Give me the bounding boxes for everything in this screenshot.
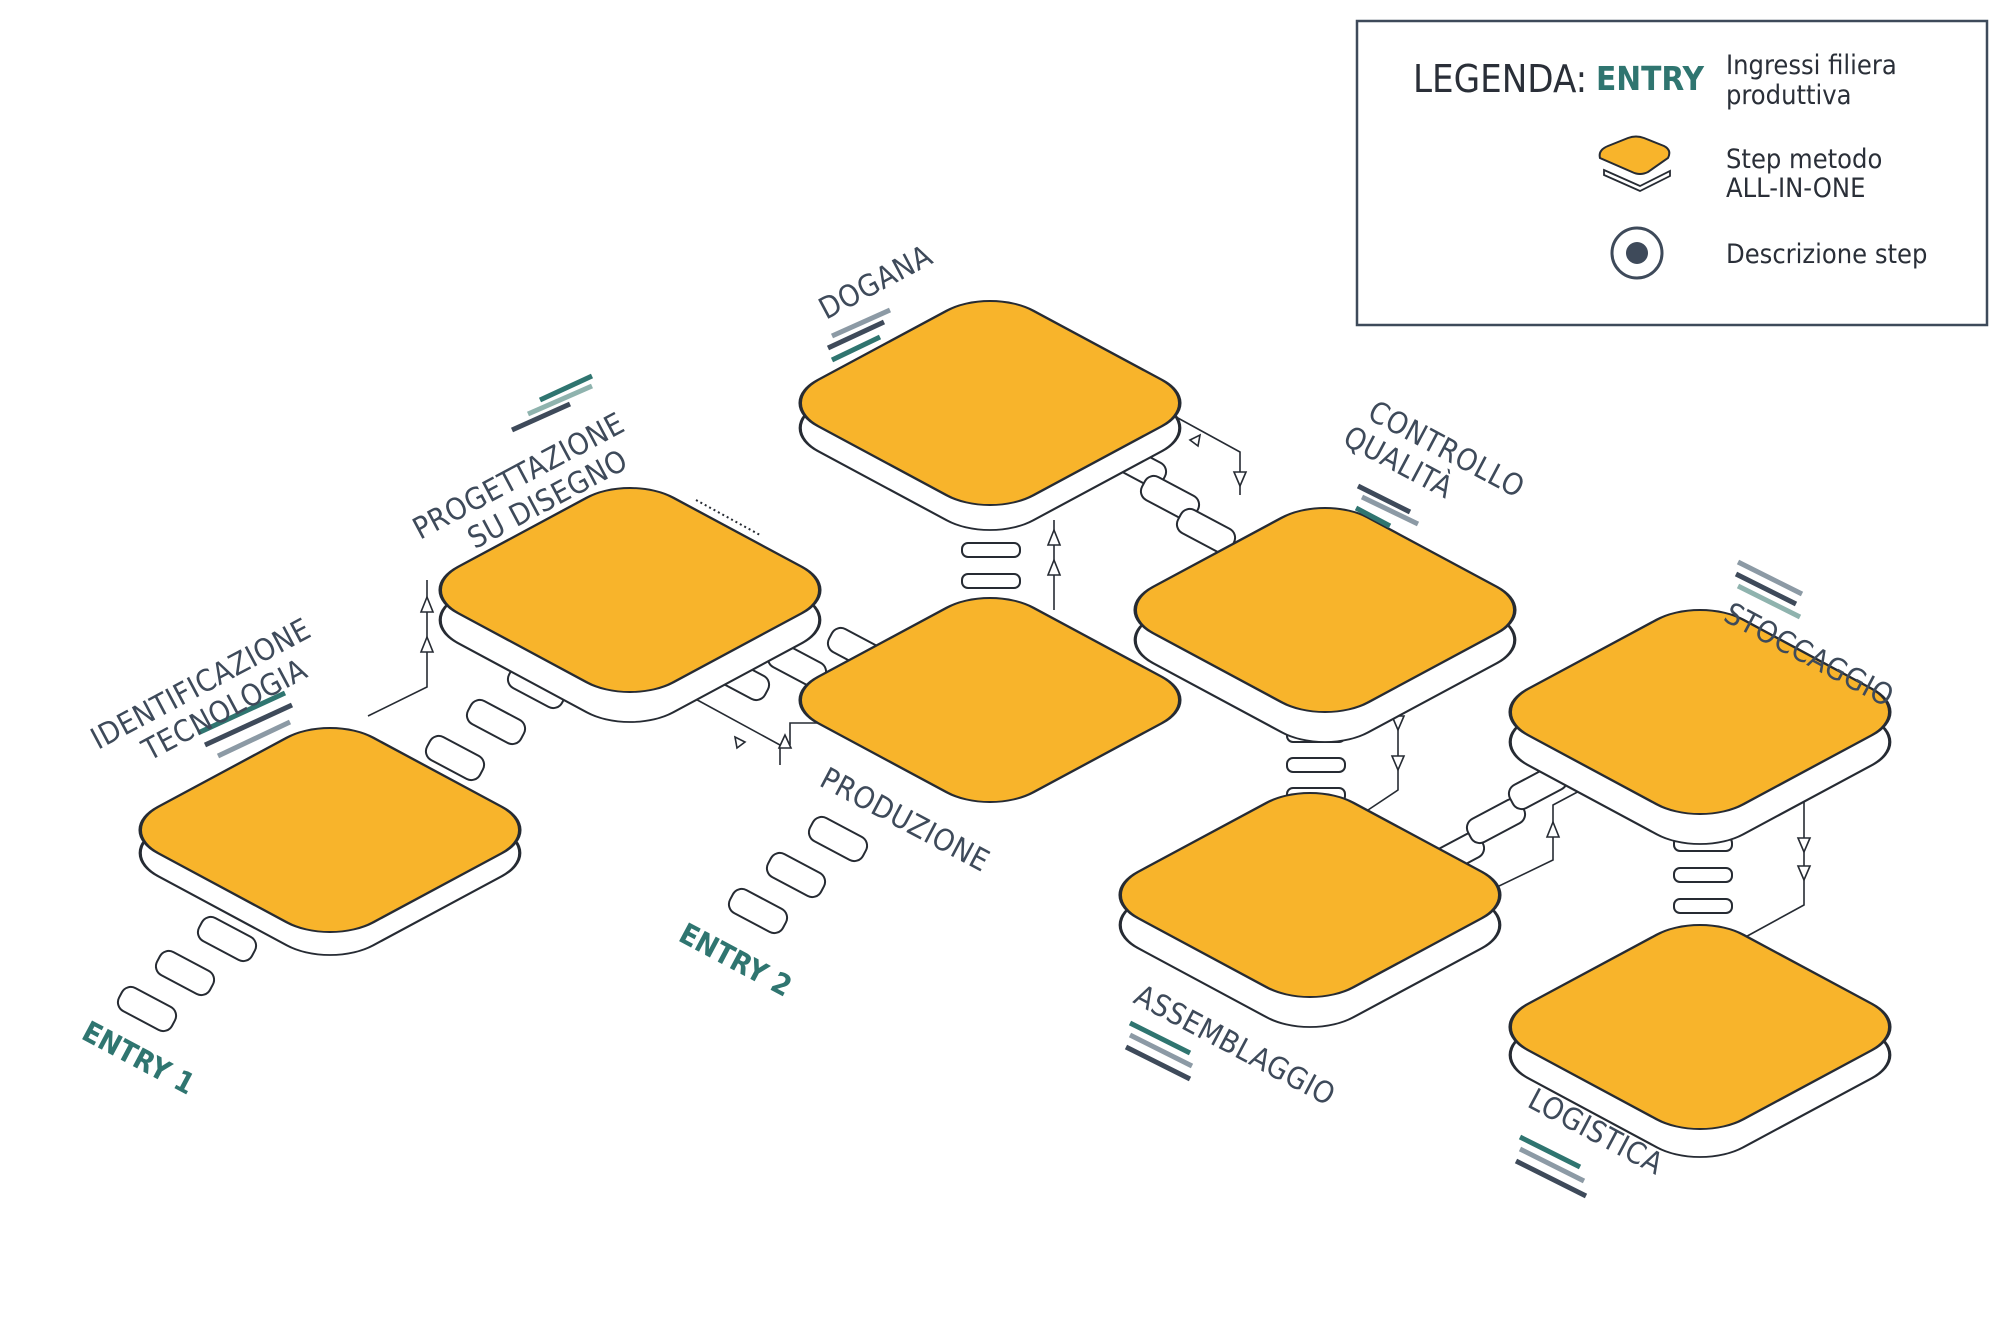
dotted-mark [695, 499, 761, 536]
entry-1-label: ENTRY 1 [77, 1014, 201, 1101]
legend-step-tile-icon [1598, 135, 1671, 192]
legend-description-icon [1610, 226, 1664, 280]
stoccaggio-to-logistica-tiles [1673, 836, 1733, 914]
step-tile-stoccaggio [1508, 609, 1892, 845]
legend-step-desc-line2: ALL-IN-ONE [1726, 173, 1865, 204]
step-tile-dogana [798, 300, 1182, 531]
step-tile-assemblaggio [1118, 792, 1502, 1028]
step-tile-identificazione [138, 727, 522, 956]
entry1-path-tiles [116, 915, 258, 1033]
step-tile-produzione [798, 597, 1182, 803]
legend-step-desc-line1: Step metodo [1726, 144, 1882, 175]
step-tile-logistica [1508, 924, 1892, 1158]
legend-entry-sample: ENTRY [1596, 59, 1704, 98]
decorative-bars [196, 307, 1804, 1199]
step-tile-progettazione [438, 487, 822, 723]
step-tile-controllo-qualita [1133, 507, 1517, 743]
legend-entry-desc-line2: produttiva [1726, 80, 1852, 111]
legend-box [1355, 19, 1989, 327]
entry2-path-tiles [727, 815, 869, 935]
legend-title: LEGENDA: [1413, 57, 1587, 101]
legend-entry-desc-line1: Ingressi filiera [1726, 50, 1897, 81]
legend-step-desc: Step metodo ALL-IN-ONE [1726, 144, 1890, 204]
legend-entry-desc: Ingressi filiera produttiva [1726, 50, 1904, 111]
legend-description-desc: Descrizione step [1726, 239, 1927, 270]
legend: LEGENDA: ENTRY Ingressi filiera produtti… [1355, 19, 1989, 327]
